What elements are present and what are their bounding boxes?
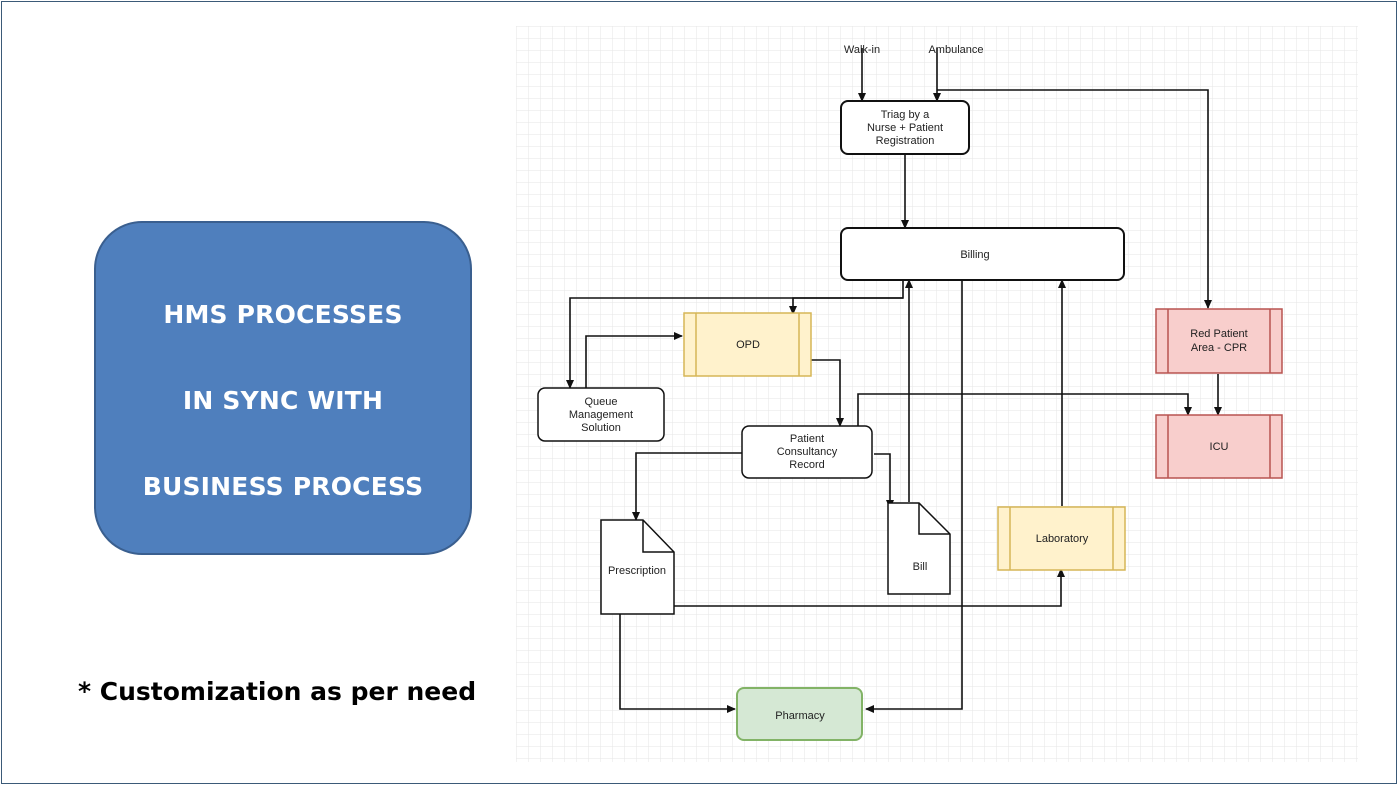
title-line-1: HMS PROCESSES <box>163 300 403 329</box>
opd-node: OPD <box>683 312 812 377</box>
triage-line-2: Nurse + Patient <box>867 122 943 134</box>
icu-node: ICU <box>1155 414 1283 479</box>
title-line-2: IN SYNC WITH <box>182 386 384 415</box>
edge-billing-opd <box>789 297 903 315</box>
prescription-label: Prescription <box>608 565 666 577</box>
edge-opd-consultancy <box>803 356 844 427</box>
title-line-3: BUSINESS PROCESS <box>142 472 424 501</box>
opd-label: OPD <box>736 339 760 351</box>
edge-consultancy-prescription <box>632 452 742 521</box>
process-diagram: Walk-in Ambulance Triag by a Nurse + Pat… <box>516 26 1358 767</box>
bill-label: Bill <box>913 561 928 573</box>
pharmacy-node: Pharmacy <box>736 687 863 741</box>
edge-prescription-pharmacy <box>619 614 736 713</box>
red-area-line-1: Red Patient <box>1190 328 1247 340</box>
bill-node: Bill <box>887 502 951 595</box>
queue-line-1: Queue <box>584 396 617 408</box>
edge-consultancy-icu <box>854 393 1192 434</box>
title-card: HMS PROCESSES IN SYNC WITH BUSINESS PROC… <box>94 221 472 555</box>
edge-billing-pharmacy <box>865 280 963 713</box>
edge-prescription-lab <box>674 568 1065 607</box>
pharmacy-label: Pharmacy <box>775 710 825 722</box>
red-area-line-2: Area - CPR <box>1191 342 1247 354</box>
walkin-label: Walk-in <box>844 44 880 56</box>
queue-line-3: Solution <box>581 422 621 434</box>
customization-note: * Customization as per need <box>78 677 477 706</box>
queue-node: Queue Management Solution <box>537 387 665 442</box>
triage-line-3: Registration <box>876 135 935 147</box>
consultancy-line-2: Consultancy <box>777 446 838 458</box>
triage-line-1: Triag by a <box>881 109 930 121</box>
edge-billing-queue <box>566 280 904 389</box>
laboratory-label: Laboratory <box>1036 533 1089 545</box>
billing-node: Billing <box>840 227 1125 281</box>
triage-node: Triag by a Nurse + Patient Registration <box>840 100 970 155</box>
billing-label: Billing <box>960 249 989 261</box>
red-area-node: Red Patient Area - CPR <box>1155 308 1283 374</box>
edge-queue-opd <box>582 332 683 396</box>
edge-consultancy-bill <box>874 453 894 509</box>
laboratory-node: Laboratory <box>997 506 1126 571</box>
consultancy-line-3: Record <box>789 459 824 471</box>
consultancy-node: Patient Consultancy Record <box>741 425 873 479</box>
edge-ambulance-redarea <box>937 89 1212 309</box>
ambulance-label: Ambulance <box>928 44 983 56</box>
prescription-node: Prescription <box>600 519 675 615</box>
icu-label: ICU <box>1210 441 1229 453</box>
queue-line-2: Management <box>569 409 633 421</box>
consultancy-line-1: Patient <box>790 433 824 445</box>
